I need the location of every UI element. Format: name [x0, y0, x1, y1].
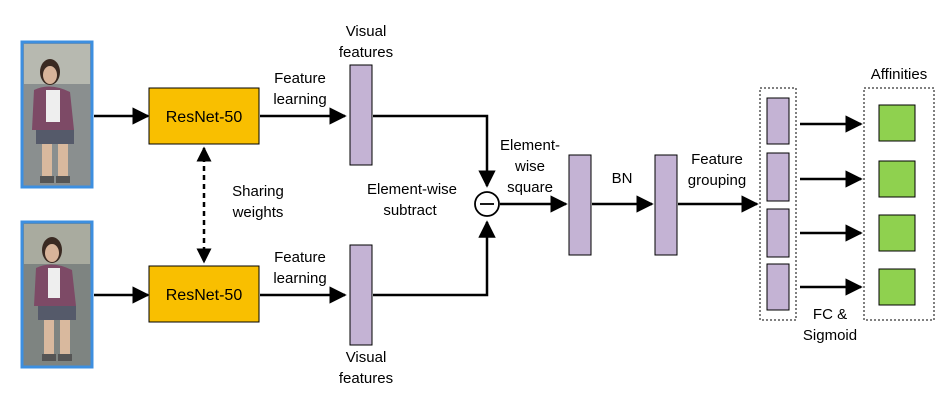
element-wise-square-line2: wise	[514, 158, 545, 175]
sharing-weights-label-line1: Sharing	[232, 183, 284, 200]
feature-group-4	[766, 263, 790, 311]
input-image-top	[20, 40, 94, 189]
feature-learning-top-line2: learning	[273, 91, 326, 108]
affinity-output-3	[878, 214, 916, 252]
feature-group-1	[766, 97, 790, 145]
feature-group-3	[766, 208, 790, 258]
visual-features-bottom-line2: features	[339, 370, 393, 387]
visual-feature-bar-top	[349, 64, 373, 166]
affinity-output-1	[878, 104, 916, 142]
element-wise-square-line3: square	[507, 179, 553, 196]
bn-feature-bar	[654, 154, 678, 256]
resnet-label-top: ResNet-50	[166, 109, 243, 126]
feature-learning-bottom-line2: learning	[273, 270, 326, 287]
fc-sigmoid-line1: FC &	[813, 306, 847, 323]
feature-grouping-line1: Feature	[691, 151, 743, 168]
arrow-top-feature-to-subtract	[373, 114, 496, 188]
feature-learning-bottom-line1: Feature	[274, 249, 326, 266]
affinity-output-4	[878, 268, 916, 306]
affinity-output-2	[878, 160, 916, 198]
visual-features-top-line1: Visual	[346, 23, 387, 40]
feature-group-container	[759, 87, 797, 321]
feature-learning-top-line1: Feature	[274, 70, 326, 87]
resnet-box-top	[148, 87, 260, 145]
bn-label: BN	[612, 170, 633, 187]
visual-features-bottom-line1: Visual	[346, 349, 387, 366]
resnet-box-bottom	[148, 265, 260, 323]
square-feature-bar	[568, 154, 592, 256]
element-wise-subtract-line2: subtract	[383, 202, 437, 219]
affinities-container	[863, 87, 935, 321]
arrow-bottom-feature-to-subtract	[373, 220, 496, 297]
sharing-weights-label-line2: weights	[232, 204, 284, 221]
visual-feature-bar-bottom	[349, 244, 373, 346]
feature-group-2	[766, 152, 790, 202]
visual-features-top-line2: features	[339, 44, 393, 61]
feature-grouping-line2: grouping	[688, 172, 746, 189]
element-wise-subtract-line1: Element-wise	[367, 181, 457, 198]
fc-sigmoid-line2: Sigmoid	[803, 327, 857, 344]
element-wise-square-line1: Element-	[500, 137, 560, 154]
input-image-bottom	[20, 220, 94, 369]
resnet-label-bottom: ResNet-50	[166, 287, 243, 304]
affinities-label: Affinities	[871, 66, 927, 83]
